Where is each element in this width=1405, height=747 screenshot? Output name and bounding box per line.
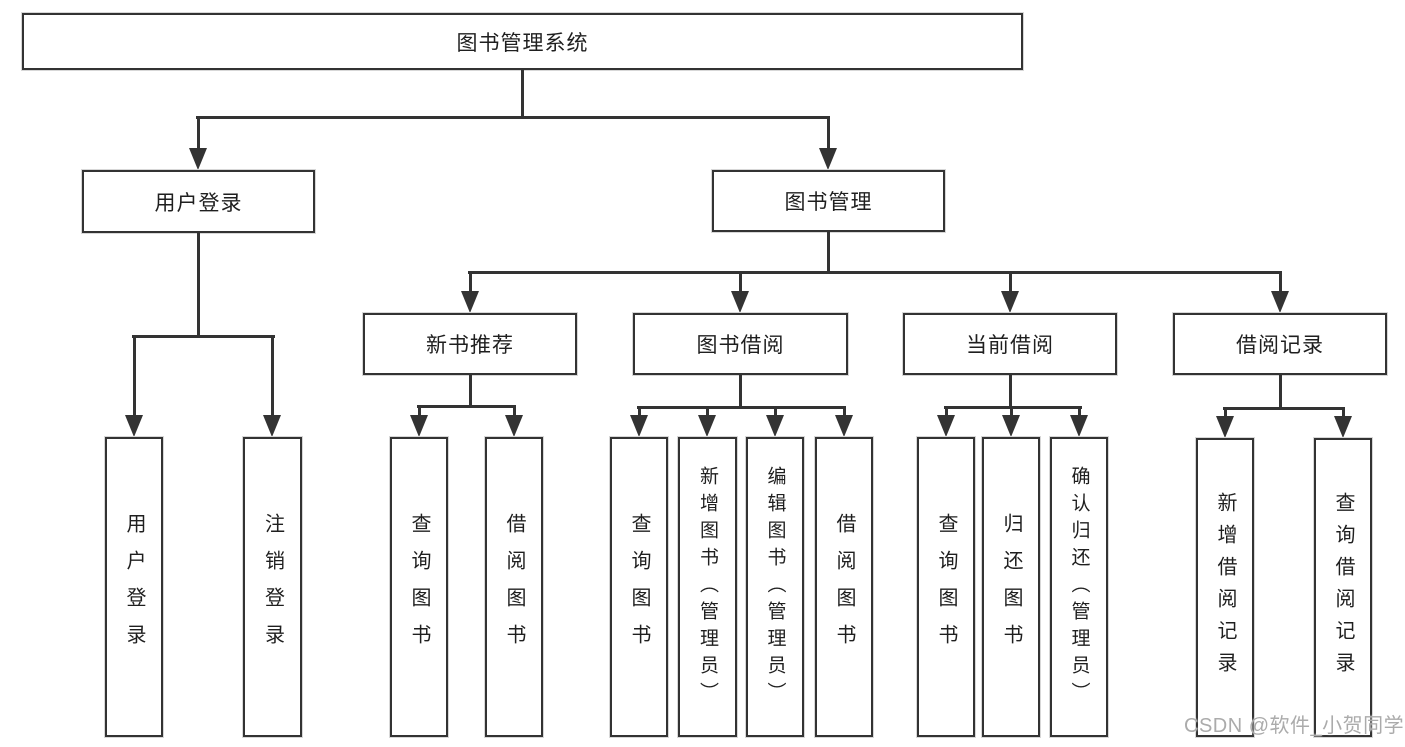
arrow-down-icon [1001, 291, 1019, 313]
node-leaf-nb-query-books: 查询图书 [390, 437, 448, 737]
connector-vline [827, 232, 830, 273]
node-label: 新增图书（管理员） [697, 465, 718, 709]
node-borrowing-records: 借阅记录 [1173, 313, 1387, 375]
connector-vline [945, 407, 948, 417]
node-book-management: 图书管理 [712, 170, 945, 232]
node-user-login: 用户登录 [82, 170, 315, 233]
arrow-down-icon [1216, 416, 1234, 438]
node-leaf-bb-edit-books-admin: 编辑图书（管理员） [746, 437, 804, 737]
connector-vline [1342, 408, 1345, 418]
node-leaf-bb-query-books: 查询图书 [610, 437, 668, 737]
arrow-down-icon [698, 415, 716, 437]
connector-vline [843, 407, 846, 417]
node-label: 查询图书 [935, 513, 957, 661]
node-label: 查询图书 [408, 513, 430, 661]
connector-vline [418, 406, 421, 417]
connector-hline [944, 406, 1082, 409]
node-library-system: 图书管理系统 [22, 13, 1023, 70]
node-leaf-bb-add-books-admin: 新增图书（管理员） [678, 437, 737, 737]
connector-vline [1009, 375, 1012, 407]
node-label: 当前借阅 [966, 334, 1054, 357]
arrow-down-icon [835, 415, 853, 437]
node-label: 查询借阅记录 [1332, 491, 1354, 684]
node-leaf-cb-query-books: 查询图书 [917, 437, 975, 737]
arrow-down-icon [819, 148, 837, 170]
connector-hline [1223, 407, 1345, 410]
arrow-down-icon [189, 148, 207, 170]
arrow-down-icon [125, 415, 143, 437]
connector-vline [739, 272, 742, 293]
arrow-down-icon [505, 415, 523, 437]
connector-hline [132, 335, 275, 338]
node-label: 图书管理系统 [456, 31, 589, 55]
node-label: 借阅图书 [833, 513, 855, 661]
connector-vline [521, 70, 524, 118]
node-label: 确认归还（管理员） [1068, 465, 1090, 709]
connector-vline [197, 117, 200, 150]
connector-vline [513, 406, 516, 417]
connector-hline [468, 271, 1282, 274]
arrow-down-icon [731, 291, 749, 313]
node-label: 新增借阅记录 [1214, 491, 1236, 684]
connector-vline [739, 375, 742, 407]
arrow-down-icon [263, 415, 281, 437]
arrow-down-icon [1334, 416, 1352, 438]
node-leaf-br-query-record: 查询借阅记录 [1314, 438, 1372, 737]
node-label: 图书管理 [784, 191, 873, 214]
node-label: 编辑图书（管理员） [764, 465, 786, 709]
connector-vline [706, 407, 709, 417]
connector-vline [1224, 408, 1227, 418]
node-leaf-logout: 注销登录 [243, 437, 302, 737]
node-leaf-cb-confirm-return-admin: 确认归还（管理员） [1050, 437, 1108, 737]
node-label: 归还图书 [1000, 513, 1022, 661]
node-current-borrowing: 当前借阅 [903, 313, 1117, 375]
connector-vline [469, 375, 472, 406]
connector-hline [637, 406, 846, 409]
node-label: 借阅记录 [1236, 334, 1324, 357]
connector-vline [827, 117, 830, 150]
node-leaf-user-login: 用户登录 [105, 437, 163, 737]
arrow-down-icon [937, 415, 955, 437]
arrow-down-icon [410, 415, 428, 437]
node-leaf-br-add-record: 新增借阅记录 [1196, 438, 1254, 737]
node-label: 用户登录 [154, 191, 243, 215]
arrow-down-icon [1271, 291, 1289, 313]
node-label: 注销登录 [261, 513, 284, 661]
connector-vline [1010, 407, 1013, 417]
node-leaf-nb-borrow-books: 借阅图书 [485, 437, 543, 737]
arrow-down-icon [630, 415, 648, 437]
connector-vline [469, 272, 472, 293]
connector-vline [638, 407, 641, 417]
arrow-down-icon [766, 415, 784, 437]
arrow-down-icon [1002, 415, 1020, 437]
node-label: 新书推荐 [426, 334, 514, 357]
connector-hline [196, 116, 830, 119]
connector-vline [1279, 375, 1282, 408]
arrow-down-icon [461, 291, 479, 313]
connector-vline [774, 407, 777, 417]
connector-vline [271, 336, 274, 417]
node-label: 借阅图书 [503, 513, 525, 661]
node-leaf-bb-borrow-books: 借阅图书 [815, 437, 873, 737]
node-label: 查询图书 [628, 513, 650, 661]
node-new-book-recommend: 新书推荐 [363, 313, 577, 375]
node-label: 用户登录 [123, 513, 145, 661]
connector-vline [197, 233, 200, 336]
connector-hline [417, 405, 516, 408]
node-leaf-cb-return-books: 归还图书 [982, 437, 1040, 737]
arrow-down-icon [1070, 415, 1088, 437]
connector-vline [1009, 272, 1012, 293]
connector-vline [1279, 272, 1282, 293]
watermark: CSDN @软件_小贺同学 [1184, 715, 1405, 737]
node-book-borrowing: 图书借阅 [633, 313, 848, 375]
connector-vline [133, 336, 136, 417]
connector-vline [1078, 407, 1081, 417]
node-label: 图书借阅 [696, 334, 785, 357]
